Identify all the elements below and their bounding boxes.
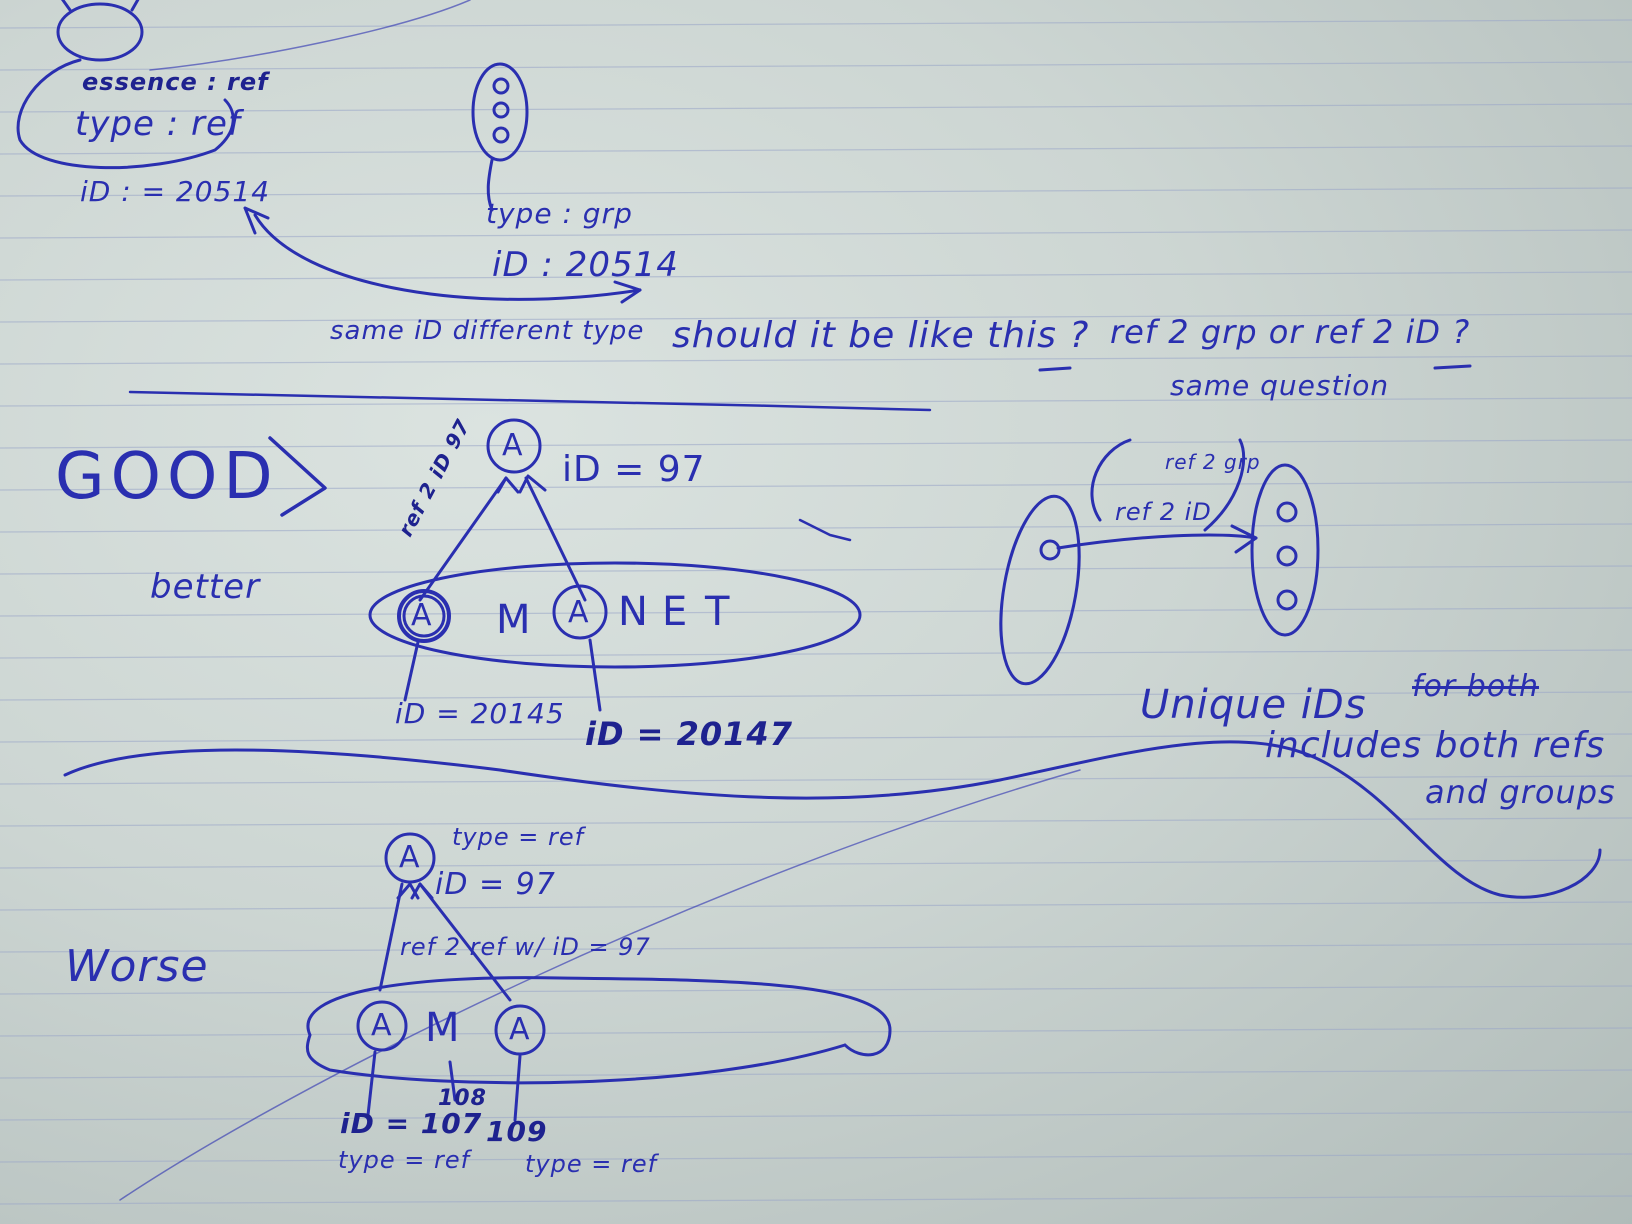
- good-edge-right: [524, 476, 587, 602]
- right-target-dot: [1276, 545, 1298, 567]
- group-member-dot: [492, 101, 510, 119]
- faint-diagonal-line: [119, 769, 1081, 1201]
- worse-left-type: type = ref: [338, 1146, 471, 1174]
- worse-top-node-label: A: [399, 840, 420, 875]
- right-target-dot: [1276, 589, 1298, 611]
- worse-right-stem: [513, 1054, 522, 1122]
- struck-caption: for both: [1412, 669, 1539, 704]
- good-group-letter-m: M: [496, 597, 531, 643]
- good-top-node-label: A: [502, 428, 523, 463]
- unique-ids-caption: Unique iDs: [1140, 682, 1367, 728]
- good-node-a-left: [397, 589, 451, 643]
- good-node-a-right: [552, 584, 608, 640]
- top-left-node-stems: [61, 0, 140, 12]
- same-question-text: same question: [1170, 369, 1390, 402]
- worse-left-id: iD = 107: [340, 1107, 483, 1140]
- worse-top-node-circle: [384, 832, 436, 884]
- good-edge-right-head: [518, 474, 547, 494]
- worse-right-id: 109: [486, 1115, 548, 1148]
- good-top-node-circle: [486, 418, 542, 474]
- question-right-text: ref 2 grp or ref 2 iD ?: [1110, 313, 1471, 351]
- group-member-dot: [492, 77, 510, 95]
- right-label-bracket: [1203, 438, 1246, 532]
- top-left-faint-line: [149, 0, 471, 71]
- includes-caption: includes both refs: [1265, 725, 1606, 766]
- worse-group-letter-m: M: [425, 1005, 460, 1051]
- right-target-dot: [1276, 501, 1298, 523]
- group-id-line: iD : 20514: [492, 245, 679, 285]
- good-left-id: iD = 20145: [395, 697, 565, 730]
- question-underline: [1038, 366, 1072, 372]
- good-edge-left-head: [496, 476, 520, 494]
- group-type-line: type : grp: [486, 197, 633, 230]
- right-edge-label-2: ref 2 iD: [1115, 498, 1212, 526]
- worse-middle-id: 108: [438, 1086, 487, 1111]
- worse-node-a-left: [356, 1000, 408, 1052]
- right-source-dot: [1039, 539, 1061, 561]
- good-group-letter-a2: A: [568, 595, 589, 630]
- top-left-node-circle: [56, 2, 144, 62]
- right-label-bracket: [1090, 438, 1132, 522]
- question-underline: [1433, 364, 1472, 370]
- same-id-arrow: [253, 213, 642, 301]
- worse-edge-right-head: [410, 882, 434, 900]
- arrow-head-right: [613, 280, 642, 304]
- essence-line: essence : ref: [82, 68, 269, 96]
- good-group-letter-t: T: [705, 589, 730, 635]
- worse-group-letter-a2: A: [509, 1012, 530, 1047]
- good-arrow-icon: [268, 436, 327, 517]
- worse-heading: Worse: [65, 941, 209, 992]
- ink-scribble: [798, 518, 852, 542]
- section-divider-curve: [63, 740, 1602, 899]
- groups-caption: and groups: [1425, 773, 1616, 811]
- good-left-stem: [403, 640, 420, 702]
- worse-left-stem: [366, 1050, 377, 1117]
- worse-edge-right: [418, 882, 512, 1002]
- worse-top-id: iD = 97: [435, 867, 556, 902]
- worse-right-type: type = ref: [525, 1150, 658, 1178]
- question-text: should it be like this ?: [672, 315, 1090, 356]
- good-group-letter-a1: A: [411, 598, 432, 633]
- worse-edge-left: [378, 882, 404, 992]
- good-top-id: iD = 97: [562, 449, 706, 490]
- worse-group-ellipse: [306, 976, 892, 1085]
- top-left-id-line: iD : = 20514: [80, 175, 271, 208]
- right-ref-arrow: [1056, 533, 1258, 550]
- worse-top-type: type = ref: [452, 823, 585, 851]
- better-label: better: [150, 567, 261, 607]
- worse-node-a-right: [494, 1004, 546, 1056]
- arrow-head-left: [243, 206, 270, 235]
- good-right-stem: [588, 638, 602, 712]
- good-right-id: iD = 20147: [585, 715, 793, 753]
- top-group-stem: [486, 158, 494, 212]
- worse-middle-stem: [448, 1060, 457, 1102]
- good-group-ellipse: [368, 561, 862, 669]
- worse-group-letter-a1: A: [371, 1008, 392, 1043]
- group-member-dot: [492, 126, 510, 144]
- top-group-ellipse: [471, 62, 529, 162]
- arrow-caption: same iD different type: [330, 316, 645, 346]
- good-group-letter-e: E: [662, 589, 688, 635]
- good-group-letter-n: N: [618, 589, 648, 635]
- right-source-ellipse: [999, 494, 1081, 686]
- good-node-a-left-inner: [402, 594, 446, 638]
- top-left-loop: [16, 58, 235, 170]
- good-heading: GOOD: [55, 440, 279, 514]
- right-edge-label-1: ref 2 grp: [1165, 450, 1261, 474]
- worse-edge-label: ref 2 ref w/ iD = 97: [400, 933, 651, 961]
- separator-line: [128, 390, 932, 412]
- right-target-ellipse: [1250, 463, 1320, 637]
- type-line: type : ref: [75, 104, 241, 144]
